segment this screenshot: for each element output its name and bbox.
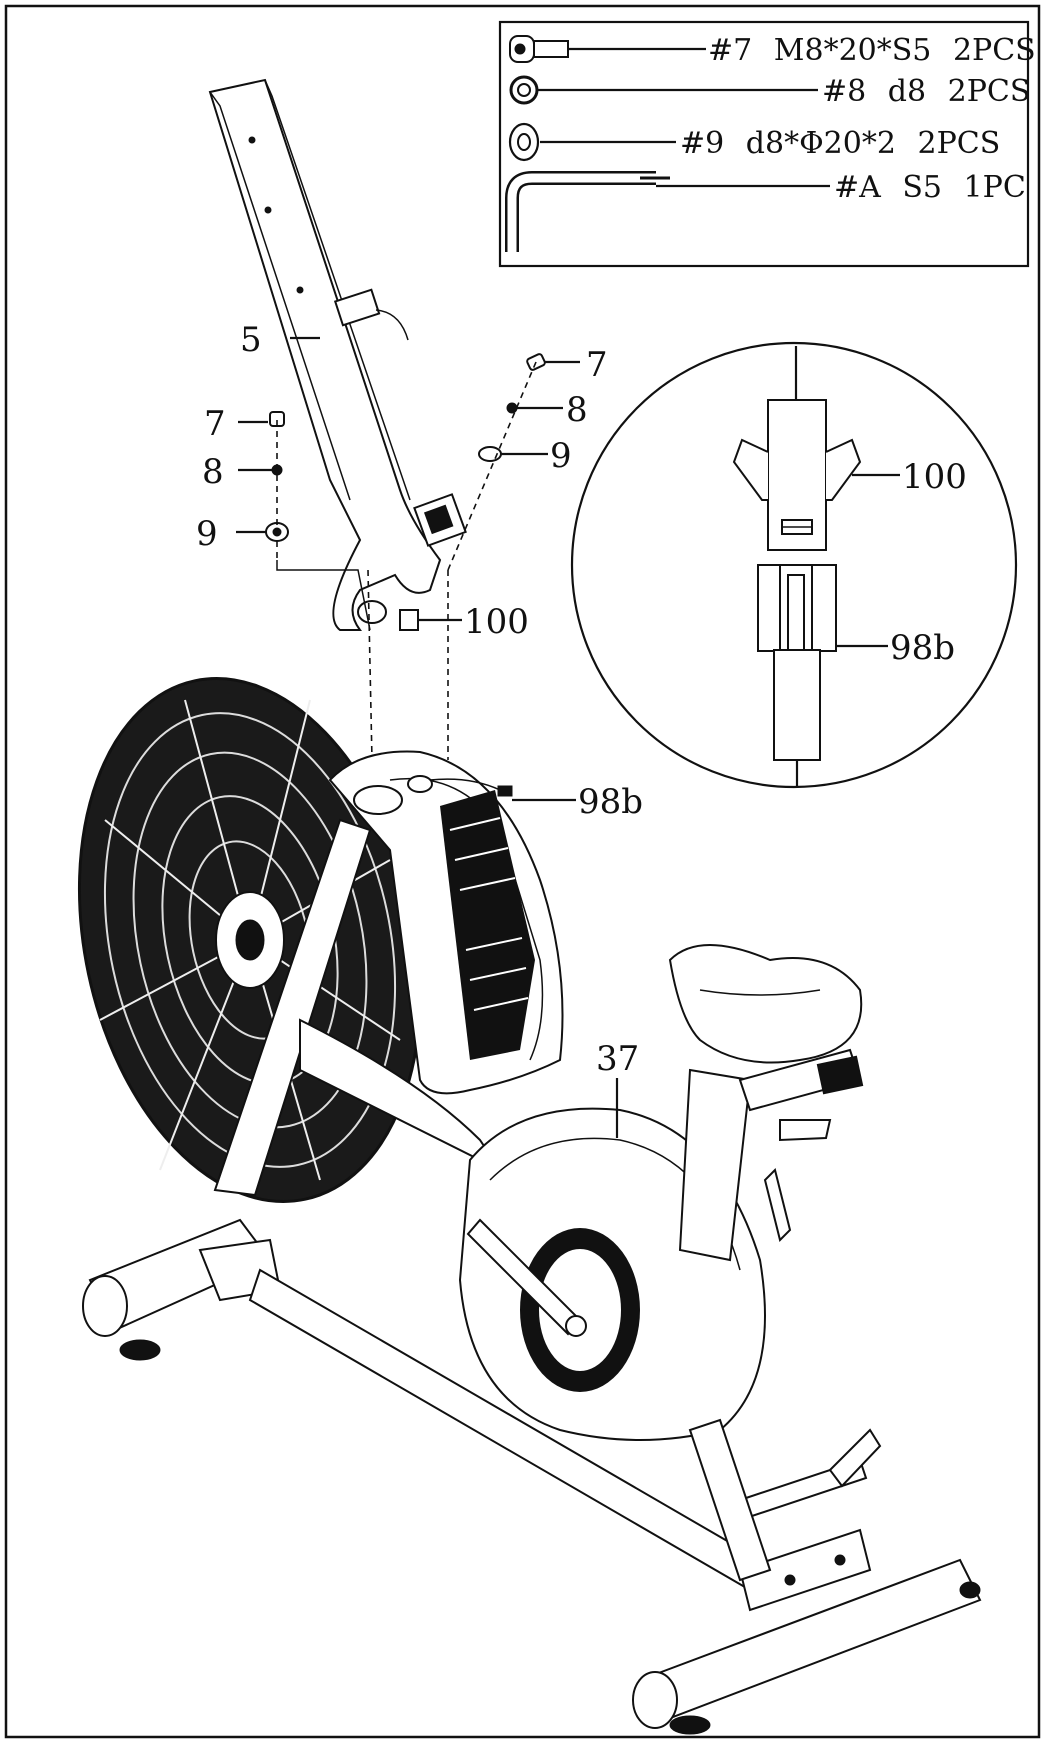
detail-callout-connector-lower: 98b bbox=[890, 628, 955, 668]
legend-7-spec: M8*20*S5 bbox=[774, 33, 932, 68]
legend-9-code: #9 bbox=[680, 126, 724, 161]
legend-7-qty: 2PCS bbox=[953, 33, 1036, 68]
callout-left-flat-washer: 9 bbox=[196, 514, 218, 554]
legend-9-spec: d8*Φ20*2 bbox=[746, 126, 896, 161]
legend-a-spec: S5 bbox=[902, 170, 942, 205]
connector-detail-view: 100 98b bbox=[570, 341, 1018, 789]
callout-right-flat-washer: 9 bbox=[550, 436, 572, 476]
callout-connector-upper: 100 bbox=[464, 602, 529, 642]
diagram-border bbox=[4, 4, 1041, 1739]
spring-washer-icon bbox=[509, 75, 539, 105]
legend-a-code: #A bbox=[834, 170, 881, 205]
legend-8-qty: 2PCS bbox=[948, 74, 1031, 109]
svg-text:#9 d8*Φ20*2 2PCS: #9 d8*Φ20*2 2PCS bbox=[680, 126, 1000, 161]
bolt-icon bbox=[509, 35, 569, 63]
hardware-legend: #7 M8*20*S5 2PCS #8 d8 2PCS #9 d8*Φ20*2 … bbox=[498, 20, 1036, 268]
callout-labels: 5 7 8 9 7 8 9 100 98b 37 bbox=[196, 320, 643, 1138]
legend-9-qty: 2PCS bbox=[917, 126, 1000, 161]
legend-a-qty: 1PC bbox=[964, 170, 1026, 205]
callout-upright: 5 bbox=[240, 320, 262, 360]
callout-right-spring-washer: 8 bbox=[566, 390, 588, 430]
svg-text:#A S5 1PC: #A S5 1PC bbox=[834, 170, 1026, 205]
callout-connector-lower: 98b bbox=[578, 782, 643, 822]
allen-key-icon bbox=[505, 171, 670, 252]
flat-washer-icon bbox=[508, 122, 540, 162]
callout-frame: 37 bbox=[596, 1039, 639, 1079]
callout-right-bolt: 7 bbox=[586, 345, 608, 385]
right-hardware-stack bbox=[447, 353, 546, 760]
legend-8-spec: d8 bbox=[888, 74, 926, 109]
callout-left-spring-washer: 8 bbox=[202, 452, 224, 492]
detail-callout-connector-upper: 100 bbox=[902, 457, 967, 497]
bike-frame bbox=[82, 750, 982, 1735]
legend-8-code: #8 bbox=[822, 74, 866, 109]
svg-text:#7 M8*20*S5 2PCS: #7 M8*20*S5 2PCS bbox=[708, 33, 1036, 68]
svg-text:#8 d8 2PCS: #8 d8 2PCS bbox=[822, 74, 1030, 109]
legend-7-code: #7 bbox=[708, 33, 752, 68]
callout-left-bolt: 7 bbox=[204, 404, 226, 444]
handlebar-upright-post bbox=[208, 78, 467, 631]
